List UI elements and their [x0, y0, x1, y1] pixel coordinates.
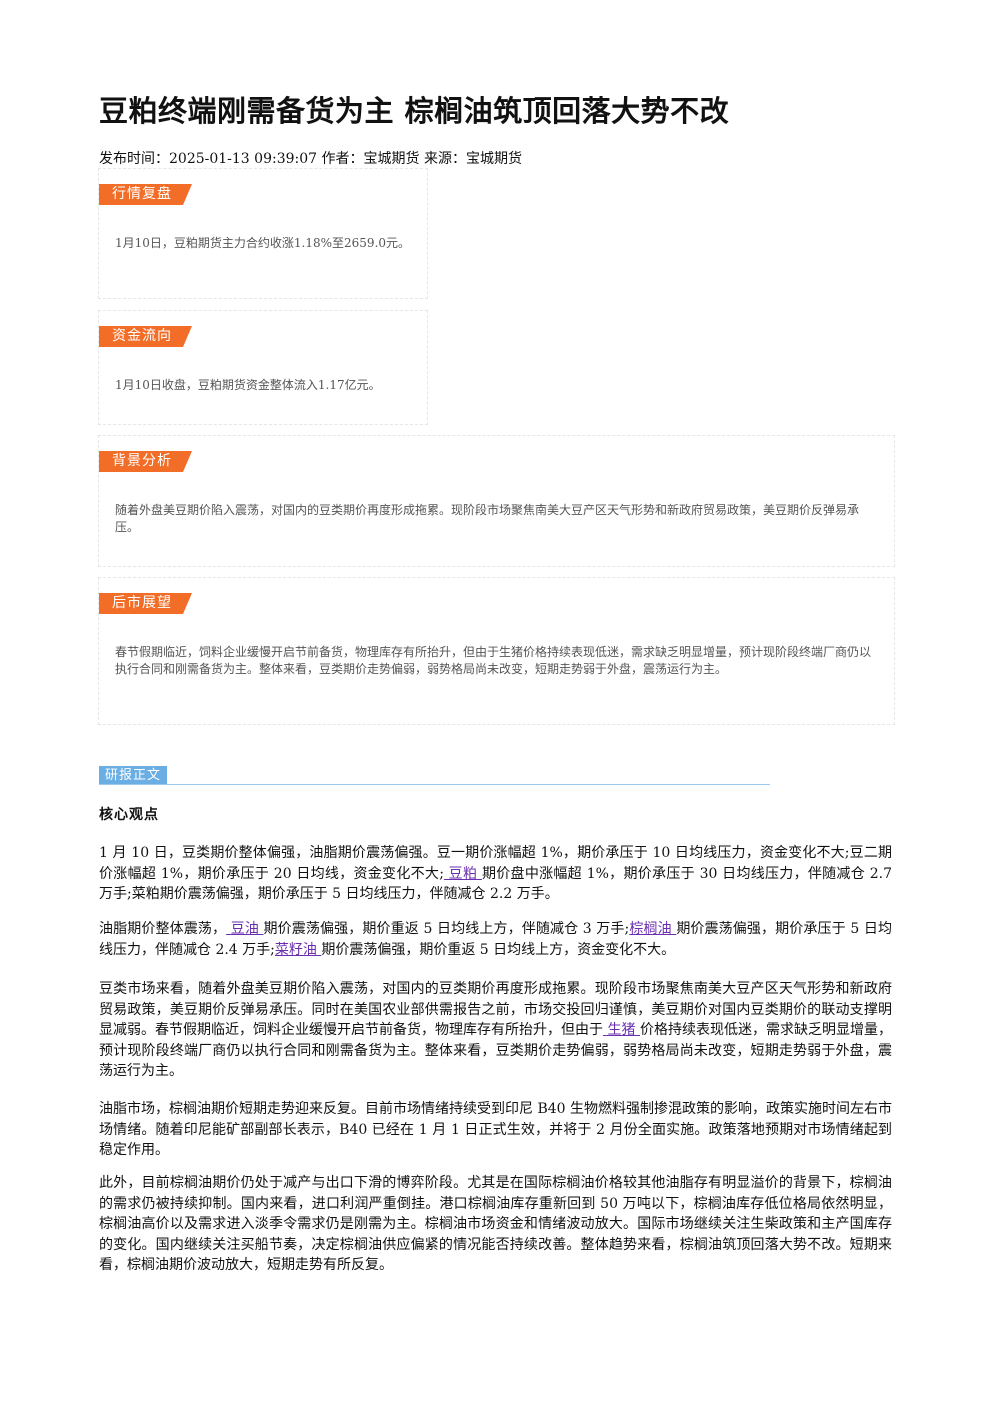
tag-outlook: 后市展望	[99, 593, 192, 614]
paragraph-4: 油脂市场，棕榈油期价短期走势迎来反复。目前市场情绪持续受到印尼 B40 生物燃料…	[99, 1101, 892, 1158]
fund-flow-text: 1月10日收盘，豆粕期货资金整体流入1.17亿元。	[115, 378, 381, 392]
summary-box-background: 背景分析 随着外盘美豆期价陷入震荡，对国内的豆类期价再度形成拖累。现阶段市场聚焦…	[98, 435, 895, 567]
tag-market-review: 行情复盘	[99, 184, 192, 205]
article-meta: 发布时间：2025-01-13 09:39:07 作者：宝城期货 来源：宝城期货	[99, 151, 522, 167]
paragraph-1-text: 1 月 10 日，豆类期价整体偏强，油脂期价震荡偏强。豆一期价涨幅超 1%，期价…	[99, 845, 892, 882]
paragraph-2-b: 期价震荡偏强，期价重返 5 日均线上方，伴随减仓 3 万手;	[263, 921, 630, 937]
market-review-text: 1月10日，豆粕期货主力合约收涨1.18%至2659.0元。	[115, 236, 411, 250]
paragraph-2: 油脂期价整体震荡， 豆油 期价震荡偏强，期价重返 5 日均线上方，伴随减仓 3 …	[99, 919, 892, 960]
core-view-heading: 核心观点	[99, 807, 159, 823]
link-rapeseed-oil[interactable]: 菜籽油	[274, 941, 322, 958]
summary-box-outlook: 后市展望 春节假期临近，饲料企业缓慢开启节前备货，物理库存有所抬升，但由于生猪价…	[98, 577, 895, 725]
link-soymeal[interactable]: 豆粕	[443, 865, 482, 882]
summary-box-market-review: 行情复盘 1月10日，豆粕期货主力合约收涨1.18%至2659.0元。	[98, 168, 428, 299]
article-title: 豆粕终端刚需备货为主 棕榈油筑顶回落大势不改	[99, 94, 730, 128]
paragraph-3-a: 豆类市场来看，随着外盘美豆期价陷入震荡，对国内的豆类期价再度形成拖累。现阶段市场…	[99, 981, 892, 1038]
paragraph-3-b: 价格持续表现低迷，需求缺乏明显增量，预计现阶段终端厂商仍以执行合同和刚需备货为主…	[99, 1022, 893, 1079]
background-text: 随着外盘美豆期价陷入震荡，对国内的豆类期价再度形成拖累。现阶段市场聚焦南美大豆产…	[115, 503, 860, 534]
outlook-text: 春节假期临近，饲料企业缓慢开启节前备货，物理库存有所抬升，但由于生猪价格持续表现…	[115, 645, 872, 676]
paragraph-2-c: 期价震荡偏强，期价承压于 5 日均线压力，伴随减仓 2.4 万手;	[99, 921, 892, 958]
paragraph-3: 豆类市场来看，随着外盘美豆期价陷入震荡，对国内的豆类期价再度形成拖累。现阶段市场…	[99, 979, 892, 1082]
tag-fund-flow: 资金流向	[99, 326, 192, 347]
link-soybean-oil[interactable]: 豆油	[226, 921, 264, 937]
paragraph-2-a: 油脂期价整体震荡，	[99, 921, 227, 937]
report-section-tag: 研报正文	[99, 766, 168, 785]
report-section-divider	[99, 784, 770, 785]
tag-background: 背景分析	[99, 451, 192, 472]
link-palm-oil[interactable]: 棕榈油	[629, 921, 677, 937]
summary-box-fund-flow: 资金流向 1月10日收盘，豆粕期货资金整体流入1.17亿元。	[98, 310, 428, 425]
link-live-hog[interactable]: 生猪	[603, 1022, 640, 1038]
paragraph-1: 1 月 10 日，豆类期价整体偏强，油脂期价震荡偏强。豆一期价涨幅超 1%，期价…	[99, 843, 892, 905]
paragraph-2-d: 期价震荡偏强，期价重返 5 日均线上方，资金变化不大。	[321, 941, 676, 958]
paragraph-1-rest: 期价盘中涨幅超 1%，期价承压于 30 日均线压力，伴随减仓 2.7 万手;菜粕…	[99, 865, 893, 903]
paragraph-5: 此外，目前棕榈油期价仍处于减产与出口下滑的博弈阶段。尤其是在国际棕榈油价格较其他…	[99, 1175, 892, 1273]
